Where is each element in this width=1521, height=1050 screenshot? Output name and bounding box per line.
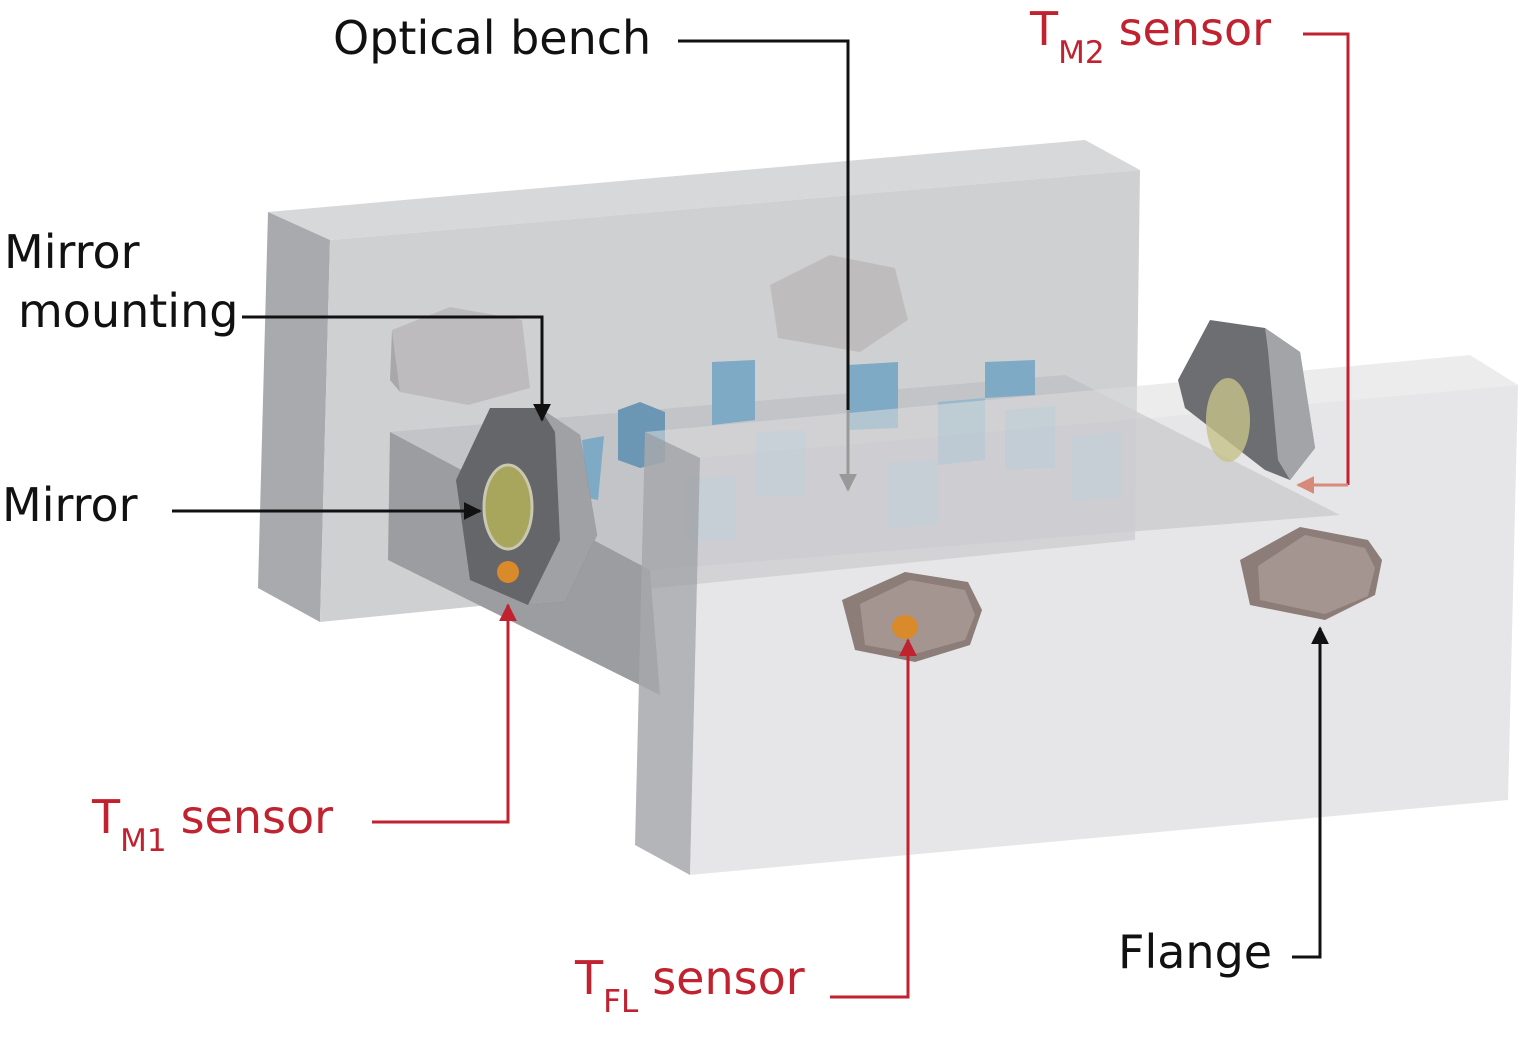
tm2-sensor-label: TM2 sensor <box>1029 2 1271 71</box>
tm2-main: T <box>1029 2 1059 56</box>
mirror-label: Mirror <box>2 478 138 532</box>
tfl-sensor-dot <box>892 615 918 639</box>
tm2-sub: M2 <box>1058 35 1104 71</box>
tm2-leader <box>1303 32 1350 485</box>
tm1-sensor-word: sensor <box>181 790 334 844</box>
mirror-mounting-label-line2: mounting <box>18 284 238 338</box>
mirror-mounting-label-line1: Mirror <box>4 225 140 279</box>
tm1-sensor-label: TM1 sensor <box>91 790 333 859</box>
flange-center <box>842 572 982 662</box>
mirror-mount-right <box>1178 320 1315 480</box>
back-mount-left <box>390 307 530 405</box>
flange-leader <box>1292 626 1329 959</box>
optical-bench-label: Optical bench <box>333 11 651 65</box>
tfl-leader <box>830 638 917 999</box>
front-plate <box>635 355 1518 875</box>
mirror-mount-left <box>456 408 597 605</box>
tm2-sensor-word: sensor <box>1119 2 1272 56</box>
flange-label: Flange <box>1118 925 1272 979</box>
tfl-main: T <box>574 951 604 1005</box>
leader-lines <box>172 32 1350 999</box>
tfl-sub: FL <box>603 984 639 1020</box>
tfl-sensor-word: sensor <box>652 951 805 1005</box>
tfl-sensor-label: TFL sensor <box>574 951 805 1020</box>
tm1-main: T <box>91 790 121 844</box>
optical-bench-leader <box>678 39 850 410</box>
tm1-sensor-dot <box>497 561 519 583</box>
tm1-leader <box>372 603 517 824</box>
mirror-mounting-leader <box>242 315 551 422</box>
tm1-sub: M1 <box>120 823 166 859</box>
mirror-disc <box>482 463 534 551</box>
back-mount-center <box>770 255 908 352</box>
flange-right <box>1240 527 1382 620</box>
